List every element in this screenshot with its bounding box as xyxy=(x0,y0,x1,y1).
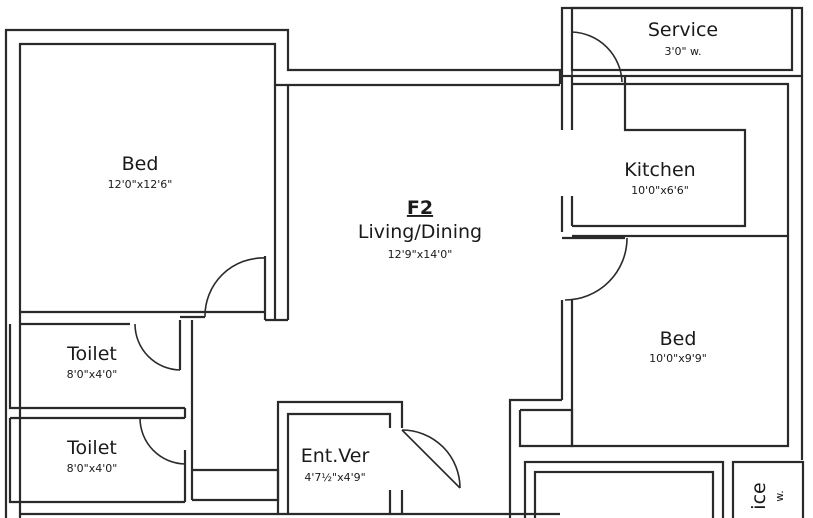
wall-kitchen-top xyxy=(572,76,747,228)
service-top-name: Service xyxy=(648,19,718,41)
door-bed-left xyxy=(204,257,266,318)
ent-ver-name: Ent.Ver xyxy=(301,445,370,467)
bed-left-dim: 12'0"x12'6" xyxy=(108,178,173,191)
bed-right-name: Bed xyxy=(660,328,697,350)
wall-bed-right-bottom-left xyxy=(508,398,562,518)
door-bed-right xyxy=(564,237,628,301)
wall-passage-bottom xyxy=(192,468,280,502)
bed-left-name: Bed xyxy=(122,153,159,175)
wall-inner-left-top xyxy=(18,42,560,518)
door-toilet-2 xyxy=(139,417,186,465)
flat-label: F2 xyxy=(407,197,433,219)
door-toilet-1 xyxy=(134,323,181,371)
toilet-2-dim: 8'0"x4'0" xyxy=(67,462,118,475)
wall-kitchen-outer xyxy=(572,82,790,236)
wall-service-bottom xyxy=(731,460,805,518)
wall-entver-outer xyxy=(276,400,404,514)
wall-bed-right-outer xyxy=(570,234,790,448)
toilet-1-dim: 8'0"x4'0" xyxy=(67,368,118,381)
bed-right-dim: 10'0"x9'9" xyxy=(649,352,707,365)
ent-ver-dim: 4'7½"x4'9" xyxy=(304,471,365,484)
kitchen-name: Kitchen xyxy=(624,159,695,181)
doors xyxy=(134,31,628,489)
door-entrance-leaf xyxy=(401,429,461,489)
walls xyxy=(4,6,805,518)
service-bottom-dim: w. xyxy=(773,490,786,501)
wall-toilet-2 xyxy=(8,418,185,504)
service-bottom-name: ice xyxy=(748,482,770,509)
kitchen-dim: 10'0"x6'6" xyxy=(631,184,689,197)
living-name: Living/Dining xyxy=(358,221,482,243)
service-top-dim: 3'0" w. xyxy=(664,45,701,58)
labels: Service 3'0" w. Bed 12'0"x12'6" F2 Livin… xyxy=(66,19,786,510)
wall-toilet-1 xyxy=(8,324,185,410)
wall-block-bottom-mid-inner xyxy=(533,470,715,518)
door-service xyxy=(571,31,623,83)
living-dim: 12'9"x14'0" xyxy=(388,248,453,261)
toilet-1-name: Toilet xyxy=(66,343,117,365)
wall-outer-left-top xyxy=(4,28,562,518)
door-entrance xyxy=(401,429,461,489)
toilet-2-name: Toilet xyxy=(66,437,117,459)
wall-block-bottom-mid xyxy=(523,460,725,518)
wall-bed-right-closet xyxy=(518,408,574,448)
wall-entver-inner xyxy=(286,412,392,514)
